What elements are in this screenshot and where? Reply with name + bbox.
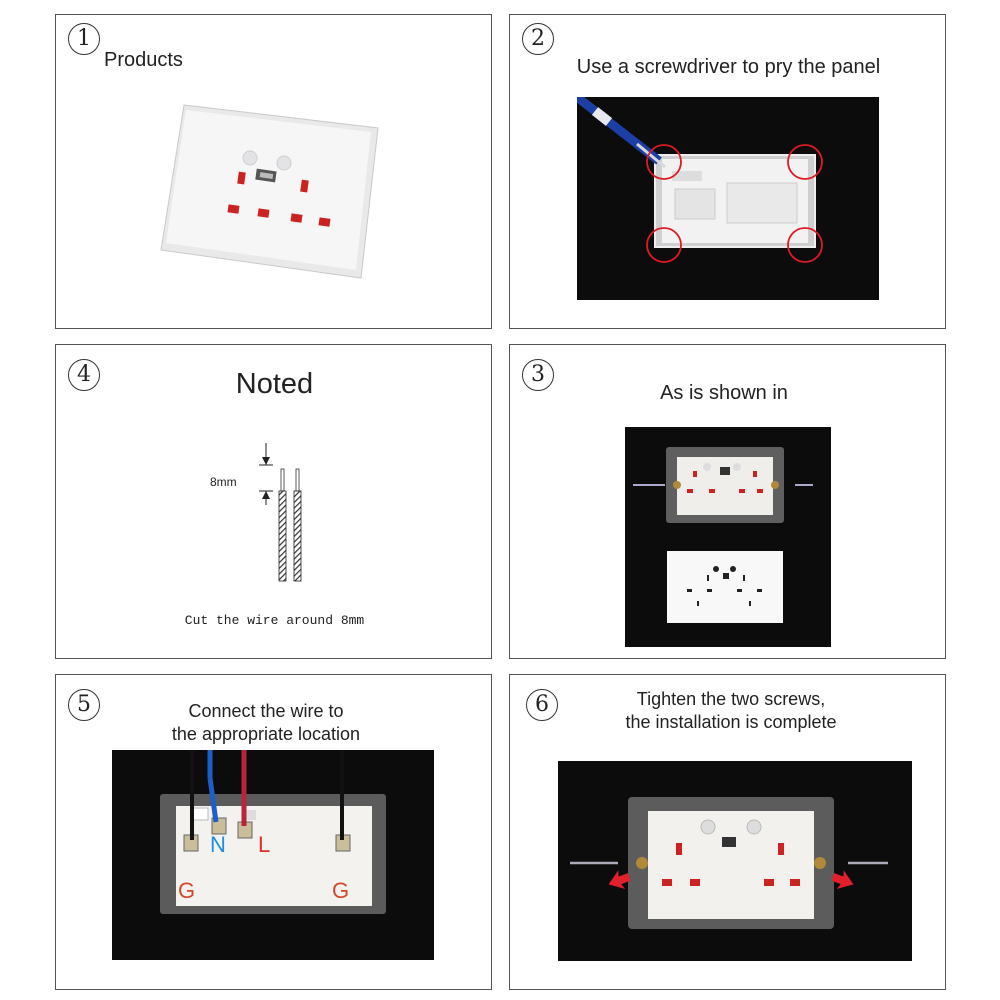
panel-step-4: 4 Noted 8mm Cut the wire around 8mm: [55, 344, 492, 659]
step-number: 1: [68, 23, 100, 55]
earth-label-right: G: [332, 878, 350, 903]
step-title: Noted: [235, 368, 314, 400]
product-socket-image: [160, 104, 379, 279]
step-number: 3: [522, 359, 554, 391]
step-number: 4: [68, 359, 100, 391]
step-number: 2: [522, 23, 554, 55]
step-number: 6: [526, 689, 558, 721]
step-caption: Products: [104, 49, 183, 71]
panel-step-3: 3 As is shown in: [509, 344, 946, 659]
module-and-panel-photo: [625, 427, 831, 647]
cut-wire-note: Cut the wire around 8mm: [56, 613, 493, 628]
step-caption: As is shown in: [660, 382, 788, 404]
step-caption-line1: Connect the wire to: [188, 701, 344, 721]
panel-step-5: 5 Connect the wire to the appropriate lo…: [55, 674, 492, 990]
panel-step-1: 1 Products: [55, 14, 492, 329]
note-value: 8mm: [340, 613, 365, 628]
step-caption-line1: Tighten the two screws,: [636, 689, 826, 709]
step-number: 5: [68, 689, 100, 721]
step-caption: Use a screwdriver to pry the panel: [576, 56, 881, 78]
step-caption-line2: the installation is complete: [625, 712, 837, 732]
wire-length-label: 8mm: [210, 475, 237, 489]
pry-panel-photo: [577, 97, 879, 300]
panel-step-6: 6 Tighten the two screws, the installati…: [509, 674, 946, 990]
panel-step-2: 2 Use a screwdriver to pry the panel: [509, 14, 946, 329]
wire-diagram: [259, 443, 302, 582]
live-label: L: [258, 832, 271, 857]
wiring-photo: N L G G: [112, 750, 434, 960]
note-text: Cut the wire around: [184, 613, 341, 628]
earth-label-left: G: [178, 878, 196, 903]
step-caption-line2: the appropriate location: [171, 724, 361, 744]
tighten-screws-photo: [558, 761, 912, 961]
neutral-label: N: [210, 832, 226, 857]
